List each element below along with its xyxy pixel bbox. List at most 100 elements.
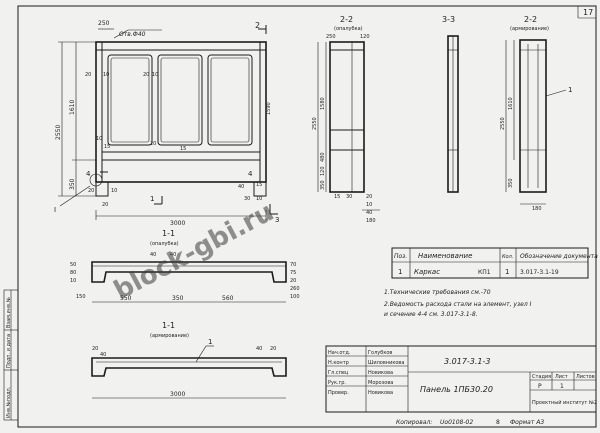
svg-text:Голубков: Голубков xyxy=(368,350,392,356)
section-1-1-reinforcement: 1-1 (армирование) 20 40 40 20 1 3000 xyxy=(91,321,287,399)
svg-text:20: 20 xyxy=(150,141,156,147)
svg-text:40: 40 xyxy=(256,346,262,352)
sec-marker-2: 2 xyxy=(255,21,260,30)
row-qty: 1 xyxy=(505,268,509,276)
notes: 1.Технические требования см.-70 2.Ведомо… xyxy=(384,289,532,318)
svg-text:Лист: Лист xyxy=(555,374,568,380)
svg-text:20: 20 xyxy=(85,72,91,78)
svg-text:Морозова: Морозова xyxy=(368,380,393,386)
svg-text:40: 40 xyxy=(238,184,244,190)
svg-text:1: 1 xyxy=(208,338,212,346)
section-1-1-formwork: 1-1 (опалубка) 40 40 50 80 10 150 550 35… xyxy=(70,229,300,303)
svg-text:Uo0108-02: Uo0108-02 xyxy=(440,419,473,426)
svg-text:1610: 1610 xyxy=(508,97,514,110)
svg-text:(армирование): (армирование) xyxy=(150,333,189,339)
section-2-2-formwork: 2-2 (опалубка) 250 120 2550 1580 480 120… xyxy=(312,15,380,224)
note-1: 1.Технические требования см.-70 xyxy=(384,289,491,296)
window-1 xyxy=(107,54,153,146)
svg-text:560: 560 xyxy=(222,295,234,302)
svg-text:Новикова: Новикова xyxy=(368,370,393,376)
svg-text:10: 10 xyxy=(111,188,117,194)
svg-text:75: 75 xyxy=(290,270,296,276)
svg-text:50: 50 xyxy=(70,262,76,268)
svg-text:40: 40 xyxy=(150,252,156,258)
svg-text:2550: 2550 xyxy=(312,117,318,130)
svg-text:10: 10 xyxy=(70,278,76,284)
section-3-3: 3-3 xyxy=(442,15,459,193)
th-name: Наименование xyxy=(418,252,472,260)
svg-text:(опалубка): (опалубка) xyxy=(334,26,363,32)
hole-note: Отв.Ф40 xyxy=(119,31,146,38)
sheet-frame xyxy=(17,5,597,428)
svg-text:Листов: Листов xyxy=(576,374,595,380)
svg-text:40: 40 xyxy=(170,252,176,258)
svg-text:4: 4 xyxy=(86,170,91,178)
svg-text:15: 15 xyxy=(180,146,186,152)
org-name: Проектный институт №2 xyxy=(532,399,597,406)
svg-text:10: 10 xyxy=(96,136,102,142)
svg-text:(опалубка): (опалубка) xyxy=(150,241,179,247)
svg-text:350: 350 xyxy=(172,295,184,302)
svg-text:350: 350 xyxy=(508,178,514,188)
svg-text:Р: Р xyxy=(538,383,542,390)
svg-text:1: 1 xyxy=(150,195,154,203)
window-3 xyxy=(207,54,253,146)
svg-text:3: 3 xyxy=(275,216,279,224)
svg-text:Гл.спец: Гл.спец xyxy=(328,370,349,376)
svg-text:40: 40 xyxy=(366,210,372,216)
svg-text:15: 15 xyxy=(334,194,340,200)
svg-text:3-3: 3-3 xyxy=(442,15,455,24)
svg-text:Формат А3: Формат А3 xyxy=(510,419,544,426)
svg-text:10: 10 xyxy=(256,196,262,202)
dim-350: 350 xyxy=(69,178,76,190)
svg-text:30: 30 xyxy=(346,194,352,200)
svg-text:10: 10 xyxy=(103,72,109,78)
note-3: и сечение 4-4 см. 3.017-3.1-8. xyxy=(384,311,478,318)
svg-text:20: 20 xyxy=(143,72,149,78)
svg-text:20: 20 xyxy=(290,278,296,284)
panel-outline xyxy=(95,41,267,183)
doc-code: 3.017-3.1-3 xyxy=(444,357,491,366)
th-pos: Поз. xyxy=(394,253,407,260)
svg-text:1: 1 xyxy=(560,383,564,390)
side-stamp: Инв.№подл. Подп. и дата Взам.инв.№ xyxy=(3,289,19,421)
title-block: Нач.отд. Голубков Н.контр Шиловникова Гл… xyxy=(325,345,597,426)
svg-text:2-2: 2-2 xyxy=(340,15,353,24)
svg-text:180: 180 xyxy=(532,206,542,212)
row-pos: 1 xyxy=(398,268,402,276)
svg-text:120: 120 xyxy=(360,34,370,40)
svg-text:180: 180 xyxy=(366,218,376,224)
svg-text:4: 4 xyxy=(248,170,253,178)
svg-text:480: 480 xyxy=(320,152,326,162)
svg-text:20: 20 xyxy=(88,188,94,194)
section-2-2-reinforcement: 2-2 (армирование) 1 2550 1610 350 180 xyxy=(500,15,572,212)
row-name: Каркас xyxy=(414,268,440,276)
svg-text:10: 10 xyxy=(152,72,158,78)
svg-text:260: 260 xyxy=(290,286,300,292)
svg-text:Провер.: Провер. xyxy=(328,390,349,396)
svg-text:40: 40 xyxy=(100,352,106,358)
svg-text:1580: 1580 xyxy=(320,97,326,110)
row-mark: КП1 xyxy=(478,269,491,276)
stamp-sign: Подп. и дата xyxy=(6,334,12,368)
svg-text:30: 30 xyxy=(244,196,250,202)
watermark: block-gbi.ru xyxy=(109,197,279,306)
item-name: Панель 1ПБ30.20 xyxy=(420,385,493,394)
svg-text:20: 20 xyxy=(270,346,276,352)
dim-1590: 1590 xyxy=(266,102,272,115)
svg-text:Н.контр: Н.контр xyxy=(328,360,349,366)
svg-text:2550: 2550 xyxy=(500,117,506,130)
th-qty: Кол. xyxy=(502,254,513,260)
svg-text:15: 15 xyxy=(256,182,262,188)
row-doc: 3.017-3.1-19 xyxy=(520,269,559,276)
svg-text:1-1: 1-1 xyxy=(162,229,175,238)
svg-text:1: 1 xyxy=(568,86,572,94)
svg-text:250: 250 xyxy=(326,34,336,40)
svg-text:8: 8 xyxy=(496,419,500,426)
dim-2550: 2550 xyxy=(55,125,62,140)
dim-3000-front: 3000 xyxy=(170,220,185,227)
stamp-inv: Инв.№подл. xyxy=(6,386,12,418)
note-2: 2.Ведомость расхода стали на элемент, уз… xyxy=(384,301,532,308)
